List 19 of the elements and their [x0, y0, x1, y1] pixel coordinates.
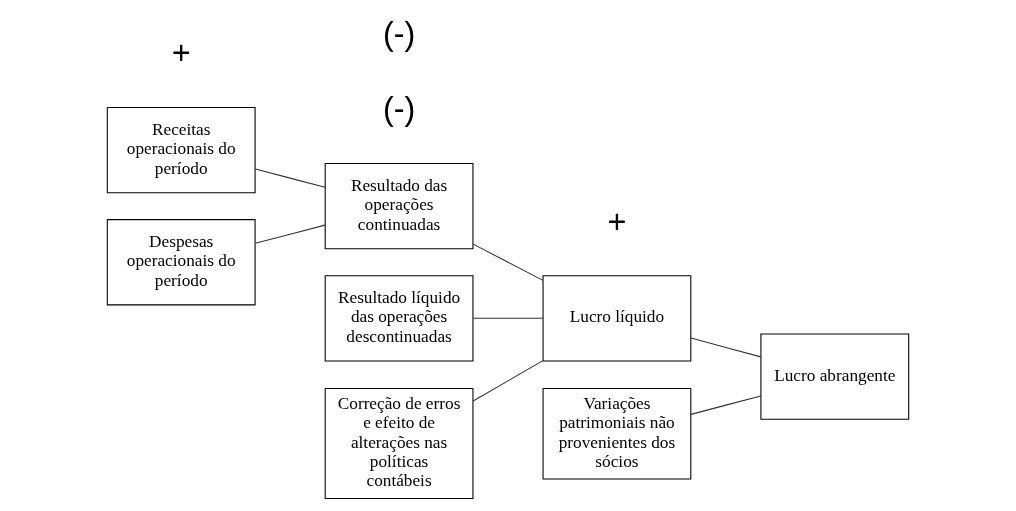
node-box: Correção de erros e efeito de alterações nas políticas contábeis: [324, 387, 474, 499]
connector: [472, 243, 544, 281]
node-box: Resultado líquido das operações descontinuadas: [324, 275, 474, 362]
node-box: Receitas operacionais do período: [106, 106, 256, 194]
label: (-): [382, 91, 416, 128]
node-box: Variações patrimoniais não provenientes dos sócios: [542, 387, 692, 480]
connector: [254, 224, 326, 244]
node-box: Resultado das operações continuadas: [324, 163, 474, 250]
label: (-): [382, 15, 416, 52]
connector: [690, 395, 762, 415]
connector: [472, 317, 544, 319]
connector: [690, 337, 762, 358]
label: +: [171, 35, 191, 72]
connector: [254, 168, 326, 188]
label: +: [607, 203, 627, 240]
node-box: Lucro abrangente: [760, 333, 910, 420]
node-box: Lucro líquido: [542, 275, 692, 362]
connector: [472, 360, 544, 402]
node-box: Despesas operacionais do período: [106, 219, 256, 306]
